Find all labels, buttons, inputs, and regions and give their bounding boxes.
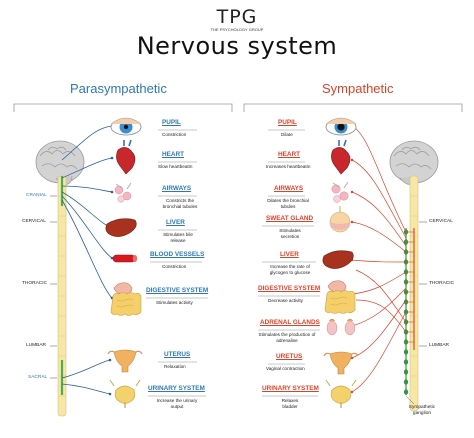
para-pupil-desc: Constriction xyxy=(162,132,187,137)
left-spine-thoracic-label: THORACIC xyxy=(22,281,48,286)
left-heart-icon xyxy=(116,139,136,175)
symp-airways-desc: Dilates the bronchial tubules xyxy=(267,198,309,209)
para-urinary-label: URINARY SYSTEM xyxy=(148,385,205,392)
parasympathetic-bracket xyxy=(13,103,233,112)
left-airways-icon xyxy=(114,182,132,203)
symp-digestive-label: DIGESTIVE SYSTEM xyxy=(258,285,321,292)
right-liver-icon xyxy=(322,250,354,269)
symp-liver-desc: Increase the rate of glycogen to glucose xyxy=(269,264,311,275)
right-digestive-icon xyxy=(324,280,356,314)
symp-heart-desc: Increases heartbeatm xyxy=(266,164,311,169)
left-spine-cranial-label: CRANIAL xyxy=(26,193,47,198)
right-spinal-cord xyxy=(409,175,419,412)
symp-uterus-desc: Vaginal contraction xyxy=(266,366,305,371)
left-spinal-cord xyxy=(57,175,67,417)
page-title: Nervous system xyxy=(136,32,338,60)
left-spine-lumbar-label: LUMBAR xyxy=(26,343,46,348)
right-uterus-icon xyxy=(323,351,359,375)
right-heart-icon xyxy=(331,139,351,175)
left-spine-cervical-label: CERVICAL xyxy=(22,219,46,224)
right-eye-icon xyxy=(325,117,357,136)
para-digestive-desc: Stimulates activity xyxy=(156,300,193,305)
symp-adrenal-glands-desc: Stimulates the production of adrenaline xyxy=(258,332,316,343)
right-airways-icon xyxy=(331,181,349,203)
para-airways-label: AIRWAYS xyxy=(162,185,192,192)
para-liver-desc: Stimulates bile release xyxy=(163,232,193,243)
symp-adrenal-glands-label: ADRENAL GLANDS xyxy=(260,319,320,326)
symp-uterus-label: URETUS xyxy=(276,353,303,360)
right-adrenal-glands-icon xyxy=(326,318,356,336)
right-sweat-gland-icon xyxy=(329,206,351,233)
logo-mark: TPG xyxy=(216,6,258,28)
symp-urinary-label: URINARY SYSTEM xyxy=(262,385,319,392)
para-uterus-desc: Relaxation xyxy=(164,364,186,369)
left-uterus-icon xyxy=(107,349,143,373)
symp-sweat-gland-desc: Stimulates secretion xyxy=(279,228,301,239)
symp-airways-label: AIRWAYS xyxy=(274,185,304,192)
sympathetic-ganglion-label: Sympathetic ganglion xyxy=(408,405,436,416)
parasympathetic-nerves xyxy=(61,125,113,395)
sympathetic-ganglion-chain xyxy=(403,228,414,395)
para-pupil-label: PUPIL xyxy=(162,119,181,126)
logo-tagline: THE PSYCHOLOGY GROUP xyxy=(210,27,264,32)
para-airways-desc: Constricts the bronchial tubules xyxy=(162,198,198,209)
symp-heart-label: HEART xyxy=(278,151,301,158)
para-urinary-desc: Increase the urinary output xyxy=(156,398,198,409)
para-heart-label: HEART xyxy=(162,151,185,158)
symp-pupil-desc: Dilate xyxy=(281,132,293,137)
para-heart-desc: Slow heartbeatm xyxy=(158,164,193,169)
symp-pupil-label: PUPIL xyxy=(278,119,297,126)
parasympathetic-heading: Parasympathetic xyxy=(70,81,167,96)
para-blood-vessels-label: BLOOD VESSELS xyxy=(150,251,205,258)
para-liver-label: LIVER xyxy=(166,219,185,226)
sympathetic-heading: Sympathetic xyxy=(322,81,394,96)
symp-digestive-desc: Decrease activity xyxy=(268,298,303,303)
right-brain-icon xyxy=(389,140,439,185)
para-blood-vessels-desc: Constriction xyxy=(162,264,187,269)
left-blood-vessel-icon xyxy=(112,254,138,263)
right-bladder-icon xyxy=(325,379,357,408)
left-digestive-icon xyxy=(110,282,142,316)
left-bladder-icon xyxy=(109,379,141,408)
sympathetic-nerves xyxy=(351,127,407,393)
right-spine-cervical-label: CERVICAL xyxy=(429,219,453,224)
left-liver-icon xyxy=(105,218,137,237)
symp-liver-label: LIVER xyxy=(280,251,299,258)
right-spine-thoracic-label: THORACIC xyxy=(429,281,455,286)
symp-sweat-gland-label: SWEAT GLAND xyxy=(266,215,314,222)
right-spine-lumbar-label: LUMBAR xyxy=(429,343,449,348)
para-uterus-label: UTERUS xyxy=(164,351,191,358)
left-spine-sacral-label: SACRAL xyxy=(28,375,48,380)
left-eye-icon xyxy=(110,117,142,136)
sympathetic-bracket xyxy=(243,103,463,112)
symp-urinary-desc: Relaxes bladder xyxy=(281,398,299,409)
para-digestive-label: DIGESTIVE SYSTEM xyxy=(146,287,209,294)
